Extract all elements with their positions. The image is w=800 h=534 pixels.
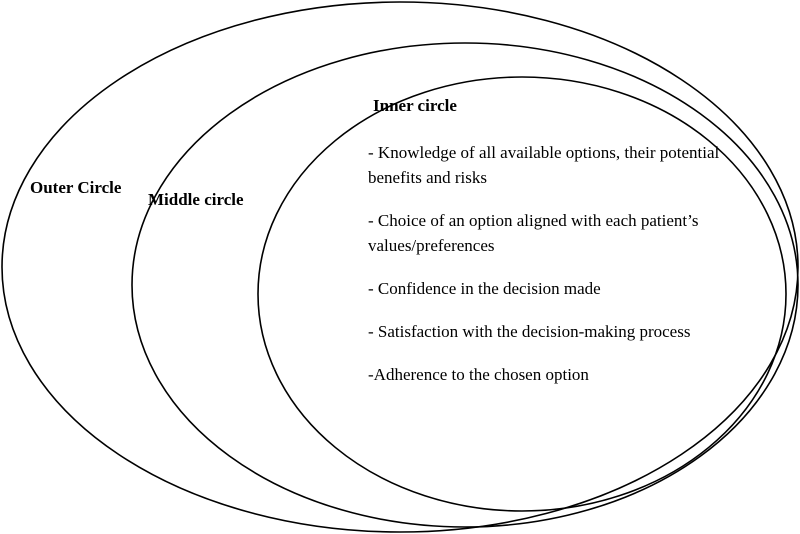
inner-circle (257, 76, 787, 512)
outer-circle-label: Outer Circle (30, 178, 122, 197)
inner-item-satisfaction: - Satisfaction with the decision-making … (368, 322, 691, 341)
inner-circle-label: Inner circle (373, 96, 457, 115)
inner-item-confidence: - Confidence in the decision made (368, 279, 601, 298)
inner-item-adherence: -Adherence to the chosen option (368, 365, 589, 384)
inner-circle-items: - Knowledge of all available options, th… (368, 140, 748, 405)
middle-circle-label: Middle circle (148, 190, 244, 209)
middle-circle (131, 42, 799, 528)
inner-item-knowledge: - Knowledge of all available options, th… (368, 143, 720, 187)
inner-item-choice: - Choice of an option aligned with each … (368, 211, 699, 255)
